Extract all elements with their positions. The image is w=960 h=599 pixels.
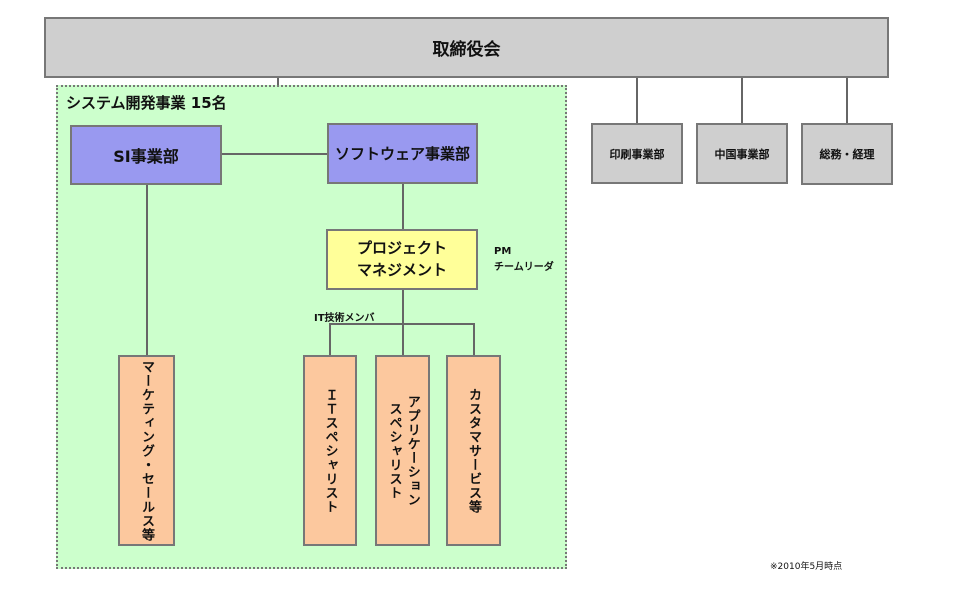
connector-board-to-printing [636, 78, 638, 123]
printing-division-box: 印刷事業部 [591, 123, 683, 184]
customer-service-box: カスタマサービス等 [446, 355, 501, 546]
si-division-label: SI事業部 [113, 147, 179, 166]
software-division-box: ソフトウェア事業部 [327, 123, 478, 184]
group-title: システム開発事業 15名 [66, 94, 227, 112]
general-affairs-label: 総務・経理 [819, 148, 875, 161]
connector-board-to-general [846, 78, 848, 123]
app-specialist-box: アプリケーション スペシャリスト [375, 355, 430, 546]
it-members-label: IT技術メンバ [314, 313, 375, 324]
marketing-sales-label: マーケティング・セールス等 [139, 359, 154, 542]
footnote: ※2010年5月時点 [770, 562, 843, 572]
printing-division-label: 印刷事業部 [609, 147, 665, 161]
connector-to-it-specialist [329, 323, 331, 356]
it-specialist-label: ＩＴスペシャリスト [322, 387, 338, 514]
board-box: 取締役会 [44, 17, 889, 78]
pm-box: プロジェクト マネジメント [326, 229, 478, 290]
connector-to-customer-service [473, 323, 475, 356]
china-division-box: 中国事業部 [696, 123, 788, 184]
si-division-box: SI事業部 [70, 125, 222, 185]
connector-to-app-specialist [402, 323, 404, 356]
app-specialist-label: アプリケーション スペシャリスト [386, 394, 420, 507]
general-affairs-box: 総務・経理 [801, 123, 893, 185]
it-specialist-box: ＩＴスペシャリスト [303, 355, 357, 546]
customer-service-label: カスタマサービス等 [466, 387, 481, 514]
connector-software-to-pm [402, 184, 404, 229]
china-division-label: 中国事業部 [714, 147, 770, 161]
software-division-label: ソフトウェア事業部 [334, 145, 470, 163]
connector-pm-down [402, 290, 404, 324]
connector-si-to-marketing [146, 185, 148, 355]
connector-si-to-software [222, 153, 328, 155]
marketing-sales-box: マーケティング・セールス等 [118, 355, 175, 546]
pm-box-label: プロジェクト マネジメント [356, 238, 447, 279]
connector-board-to-china [741, 78, 743, 123]
pm-note: PM チームリーダ [494, 246, 554, 273]
board-label: 取締役会 [432, 40, 501, 60]
